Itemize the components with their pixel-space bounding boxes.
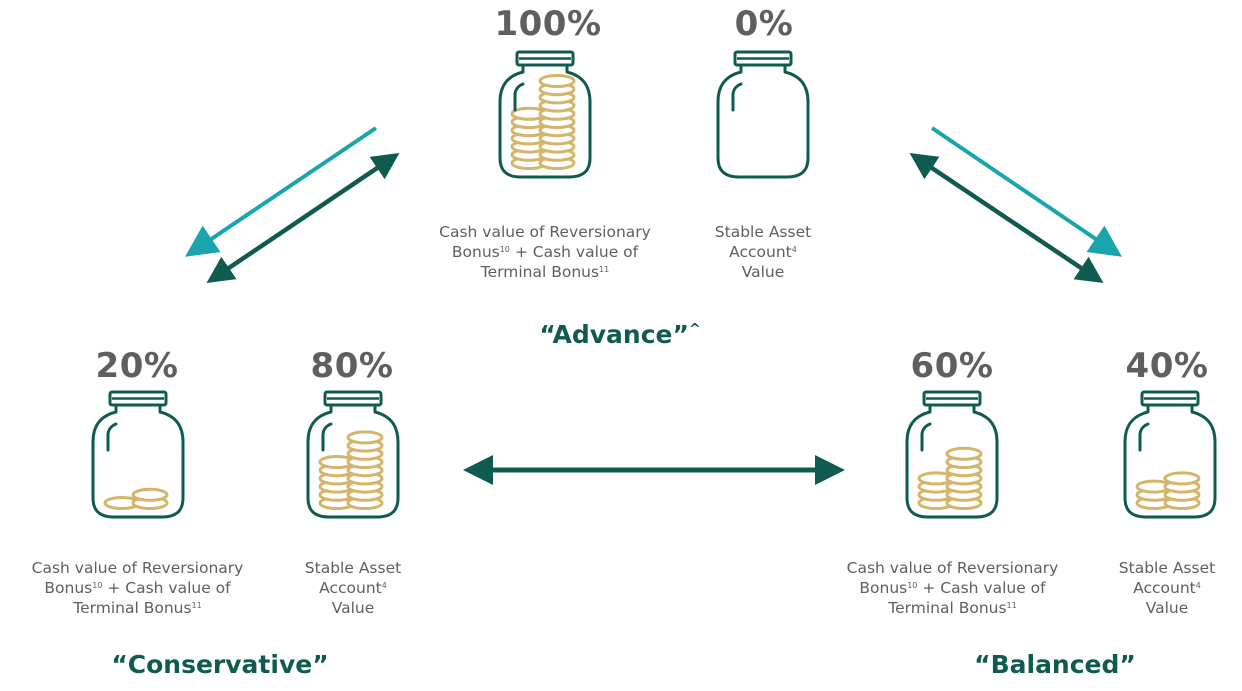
balanced-right-label: Stable Asset Account4 Value <box>1118 559 1216 617</box>
advance-right-percent: 0% <box>734 4 794 44</box>
balanced-right-percent: 40% <box>1125 346 1209 386</box>
advance-left-label: Cash value of Reversionary Bonus10 + Cas… <box>439 223 651 281</box>
coin-stack-icon <box>318 430 384 510</box>
money-jar-icon <box>498 50 592 179</box>
balanced-left-label: Cash value of Reversionary Bonus10 + Cas… <box>846 559 1059 617</box>
money-jar-icon <box>91 390 185 519</box>
balanced-title: “Balanced” <box>974 650 1136 679</box>
advance-right-label: Stable Asset Account4 Value <box>714 223 812 281</box>
coin-stack-icon <box>1135 471 1201 510</box>
coin-stack-icon <box>510 74 576 170</box>
conservative-right-label: Stable Asset Account4 Value <box>304 559 402 617</box>
money-jar-icon <box>1123 390 1217 519</box>
conservative-left-label: Cash value of Reversionary Bonus10 + Cas… <box>31 559 244 617</box>
coin-stack-icon <box>103 487 169 510</box>
conservative-title: “Conservative” <box>111 650 329 679</box>
money-jar-icon <box>905 390 999 519</box>
money-jar-icon <box>716 50 810 179</box>
conservative-right-percent: 80% <box>310 346 394 386</box>
advance-title: “Advance”^ <box>539 320 701 349</box>
balanced-left-percent: 60% <box>910 346 994 386</box>
arrow-advance-to-balanced <box>930 126 1122 257</box>
coin-stack-icon <box>917 446 983 510</box>
arrow-advance-balanced-bidirectional <box>909 152 1104 284</box>
arrow-advance-conservative-bidirectional <box>206 152 400 284</box>
advance-left-percent: 100% <box>494 4 602 44</box>
money-jar-icon <box>306 390 400 519</box>
conservative-left-percent: 20% <box>95 346 179 386</box>
